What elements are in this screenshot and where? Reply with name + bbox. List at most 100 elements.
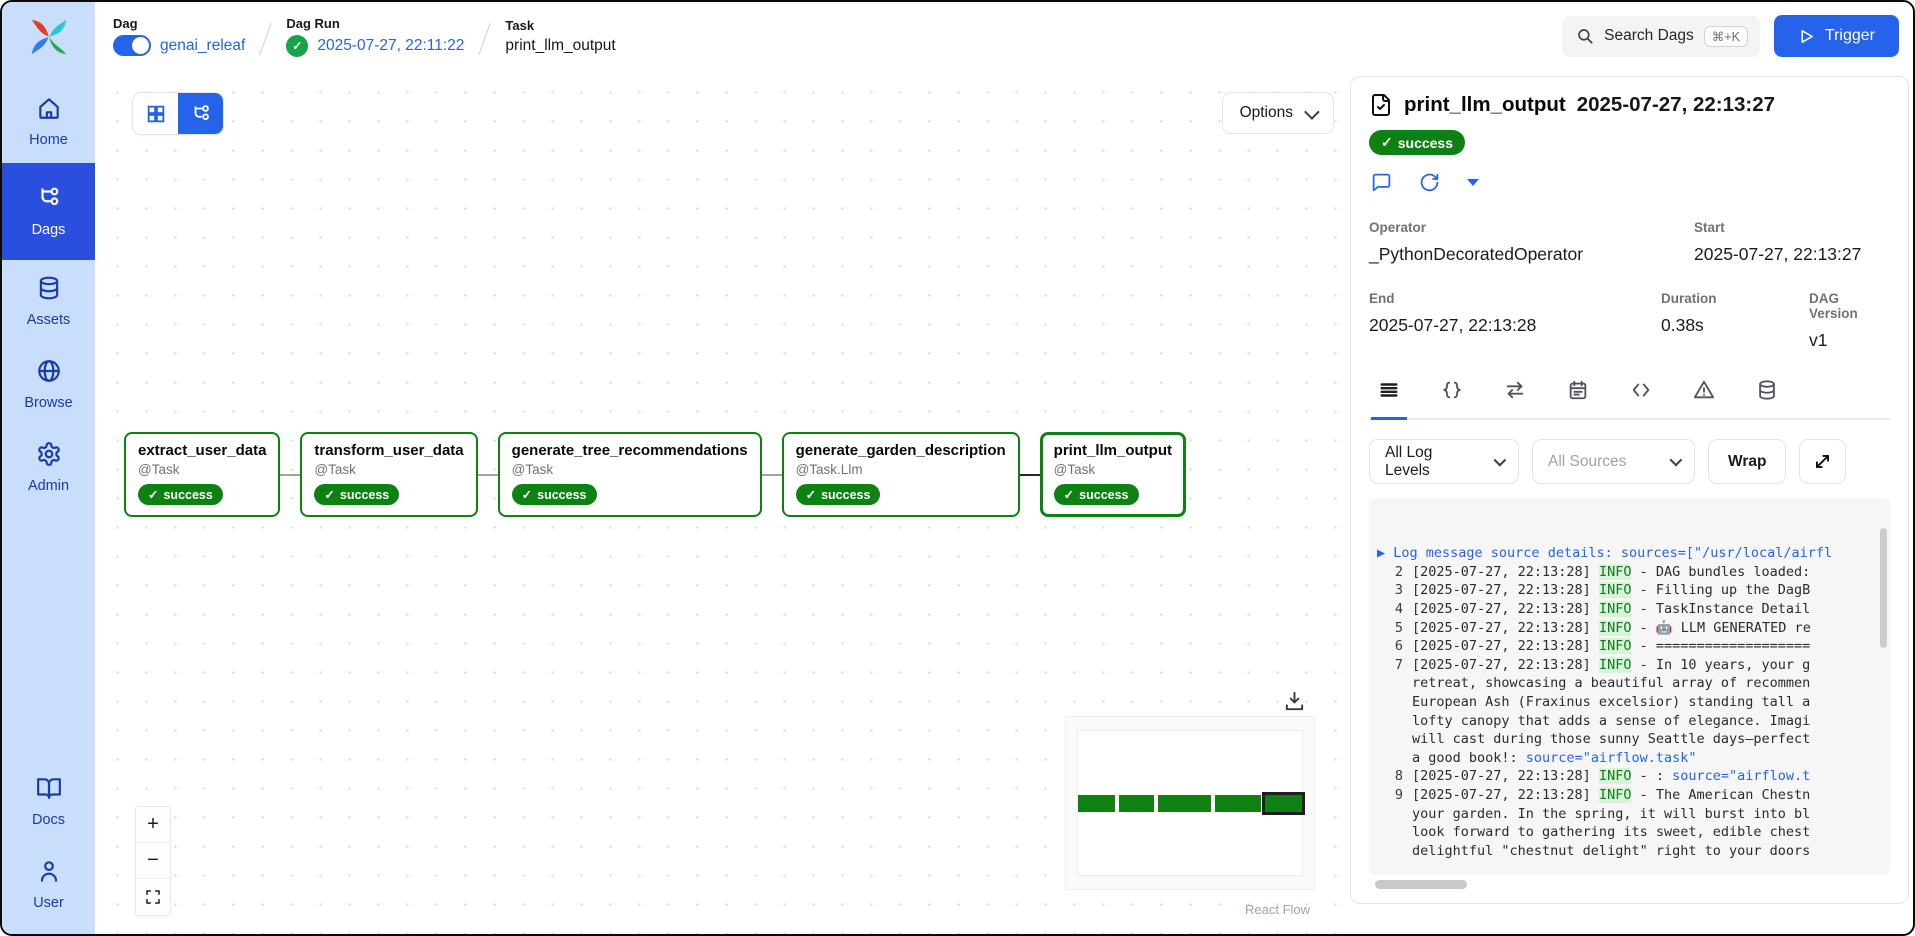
log-line: ▶ Log message source details: sources=["…	[1377, 544, 1876, 563]
fit-view-icon	[146, 890, 160, 904]
sidebar-item-label: Browse	[24, 395, 73, 411]
react-flow-attribution: React Flow	[1245, 902, 1311, 917]
sidebar-item-dags[interactable]: Dags	[2, 163, 95, 260]
breadcrumb-dagrun: Dag Run ✓ 2025-07-27, 22:11:22	[286, 16, 464, 57]
add-note-button[interactable]	[1371, 172, 1392, 193]
end-value: 2025-07-27, 22:13:28	[1369, 315, 1537, 335]
log-lines: ▶ Log message source details: sources=["…	[1377, 544, 1876, 860]
calendar-icon	[1567, 380, 1589, 405]
zoom-out-button[interactable]: −	[136, 843, 170, 879]
wrap-button[interactable]: Wrap	[1708, 439, 1787, 484]
topbar: Dag genai_releaf Dag Run ✓ 2025-07-27, 2…	[95, 2, 1913, 70]
graph-edge	[1019, 473, 1040, 476]
log-text: [2025-07-27, 22:13:28]	[1412, 786, 1599, 803]
log-controls: All Log Levels All Sources Wrap	[1369, 439, 1890, 484]
search-shortcut: ⌘+K	[1703, 25, 1748, 47]
sidebar-item-assets[interactable]: Assets	[2, 260, 95, 343]
log-vertical-scrollbar[interactable]	[1880, 528, 1887, 648]
sidebar-item-docs[interactable]: Docs	[2, 760, 95, 843]
dag-pause-toggle[interactable]	[113, 35, 151, 56]
log-line-number: 9	[1394, 786, 1403, 803]
log-horizontal-scrollbar[interactable]	[1375, 880, 1467, 889]
log-line-number: 2	[1394, 563, 1403, 580]
tab-xcom[interactable]	[1497, 379, 1533, 420]
log-line: your garden. In the spring, it will burs…	[1377, 805, 1876, 824]
log-text: delightful "chestnut delight" right to y…	[1412, 842, 1811, 859]
duration-value: 0.38s	[1661, 315, 1704, 335]
download-image-button[interactable]	[1283, 690, 1306, 716]
operator-label: Operator	[1369, 220, 1427, 235]
sidebar-item-browse[interactable]: Browse	[2, 343, 95, 426]
fullscreen-logs-button[interactable]	[1799, 439, 1847, 484]
graph-node-transform_user_data[interactable]: transform_user_data@Task✓success	[300, 432, 478, 517]
log-line: delightful "chestnut delight" right to y…	[1377, 842, 1876, 861]
node-title: extract_user_data	[138, 442, 267, 459]
sidebar-item-admin[interactable]: Admin	[2, 426, 95, 509]
task-actions	[1369, 172, 1890, 193]
tab-warnings[interactable]	[1686, 379, 1722, 420]
search-dags-input[interactable]: Search Dags ⌘+K	[1562, 15, 1760, 57]
node-decorator: @Task	[314, 462, 356, 477]
log-line-number: 5	[1394, 619, 1403, 636]
clear-task-button[interactable]	[1419, 172, 1440, 193]
log-level-badge: INFO	[1598, 656, 1632, 673]
graph-canvas[interactable]: Options extract_user_data @Task ✓success tr…	[95, 70, 1350, 934]
tab-datasets[interactable]	[1749, 379, 1785, 420]
minimap[interactable]	[1065, 716, 1315, 890]
log-line: 7[2025-07-27, 22:13:28] INFO - In 10 yea…	[1377, 656, 1876, 675]
database-icon	[1756, 380, 1778, 405]
log-text: [2025-07-27, 22:13:28]	[1412, 600, 1599, 617]
tab-code[interactable]	[1623, 379, 1659, 420]
list-icon	[1378, 383, 1400, 405]
trigger-button[interactable]: Trigger	[1773, 15, 1899, 57]
log-line: look forward to gathering its sweet, edi…	[1377, 823, 1876, 842]
expand-icon	[1816, 455, 1830, 468]
tab-events[interactable]	[1560, 379, 1596, 420]
log-text: [2025-07-27, 22:13:28]	[1412, 656, 1599, 673]
node-state-badge: ✓success	[1053, 484, 1139, 505]
graph-node-extract_user_data[interactable]: extract_user_data @Task ✓success	[124, 432, 281, 517]
sidebar-item-home[interactable]: Home	[2, 80, 95, 163]
tab-rendered-templates[interactable]	[1434, 379, 1470, 420]
node-decorator: @Task	[1053, 462, 1096, 477]
zoom-in-button[interactable]: +	[136, 807, 170, 843]
log-level-badge: INFO	[1598, 786, 1632, 803]
node-state-badge: ✓success	[138, 484, 223, 505]
log-level-value: All Log Levels	[1385, 443, 1433, 479]
options-button[interactable]: Options	[1221, 92, 1334, 134]
log-line: lofty canopy that adds a sense of elegan…	[1377, 712, 1876, 731]
sidebar-item-user[interactable]: User	[2, 843, 95, 926]
book-icon	[36, 775, 62, 805]
graph-node-generate_tree_recommendations[interactable]: generate_tree_recommendations@Task✓succe…	[497, 432, 762, 517]
graph-node-generate_garden_description[interactable]: generate_garden_description@Task.Llm✓suc…	[781, 432, 1020, 517]
code-icon	[1630, 383, 1652, 405]
log-line-number: 4	[1394, 600, 1403, 617]
log-output[interactable]: ▶ Log message source details: sources=["…	[1369, 498, 1890, 875]
start-value: 2025-07-27, 22:13:27	[1694, 244, 1862, 264]
log-text: [2025-07-27, 22:13:28]	[1412, 768, 1599, 785]
more-actions-button[interactable]	[1467, 179, 1479, 186]
log-link: Log message source details: sources=["/u…	[1393, 545, 1833, 562]
log-level-badge: INFO	[1598, 619, 1632, 636]
graph-view-button[interactable]	[178, 93, 223, 134]
minimap-node	[1078, 794, 1115, 812]
node-decorator: @Task	[138, 462, 180, 477]
log-line-number: 6	[1394, 638, 1403, 655]
breadcrumb-dag-label: Dag	[113, 16, 138, 31]
graph-node-print_llm_output[interactable]: print_llm_output@Task✓success	[1039, 432, 1186, 517]
fit-view-button[interactable]	[136, 879, 170, 915]
sidebar-item-label: Assets	[26, 312, 71, 328]
breadcrumb-dag-link[interactable]: genai_releaf	[160, 36, 246, 54]
log-source-select[interactable]: All Sources	[1532, 439, 1695, 484]
breadcrumb-dagrun-link[interactable]: 2025-07-27, 22:11:22	[317, 36, 465, 54]
tab-logs[interactable]	[1371, 379, 1407, 420]
log-expander-icon[interactable]: ▶	[1377, 545, 1394, 562]
sidebar-item-label: Home	[29, 132, 68, 148]
grid-view-button[interactable]	[133, 93, 178, 134]
search-placeholder: Search Dags	[1604, 27, 1694, 44]
breadcrumb-task-label: Task	[505, 17, 535, 33]
log-level-select[interactable]: All Log Levels	[1369, 439, 1519, 484]
minimap-viewport	[1078, 731, 1305, 875]
grid-icon	[147, 105, 164, 122]
